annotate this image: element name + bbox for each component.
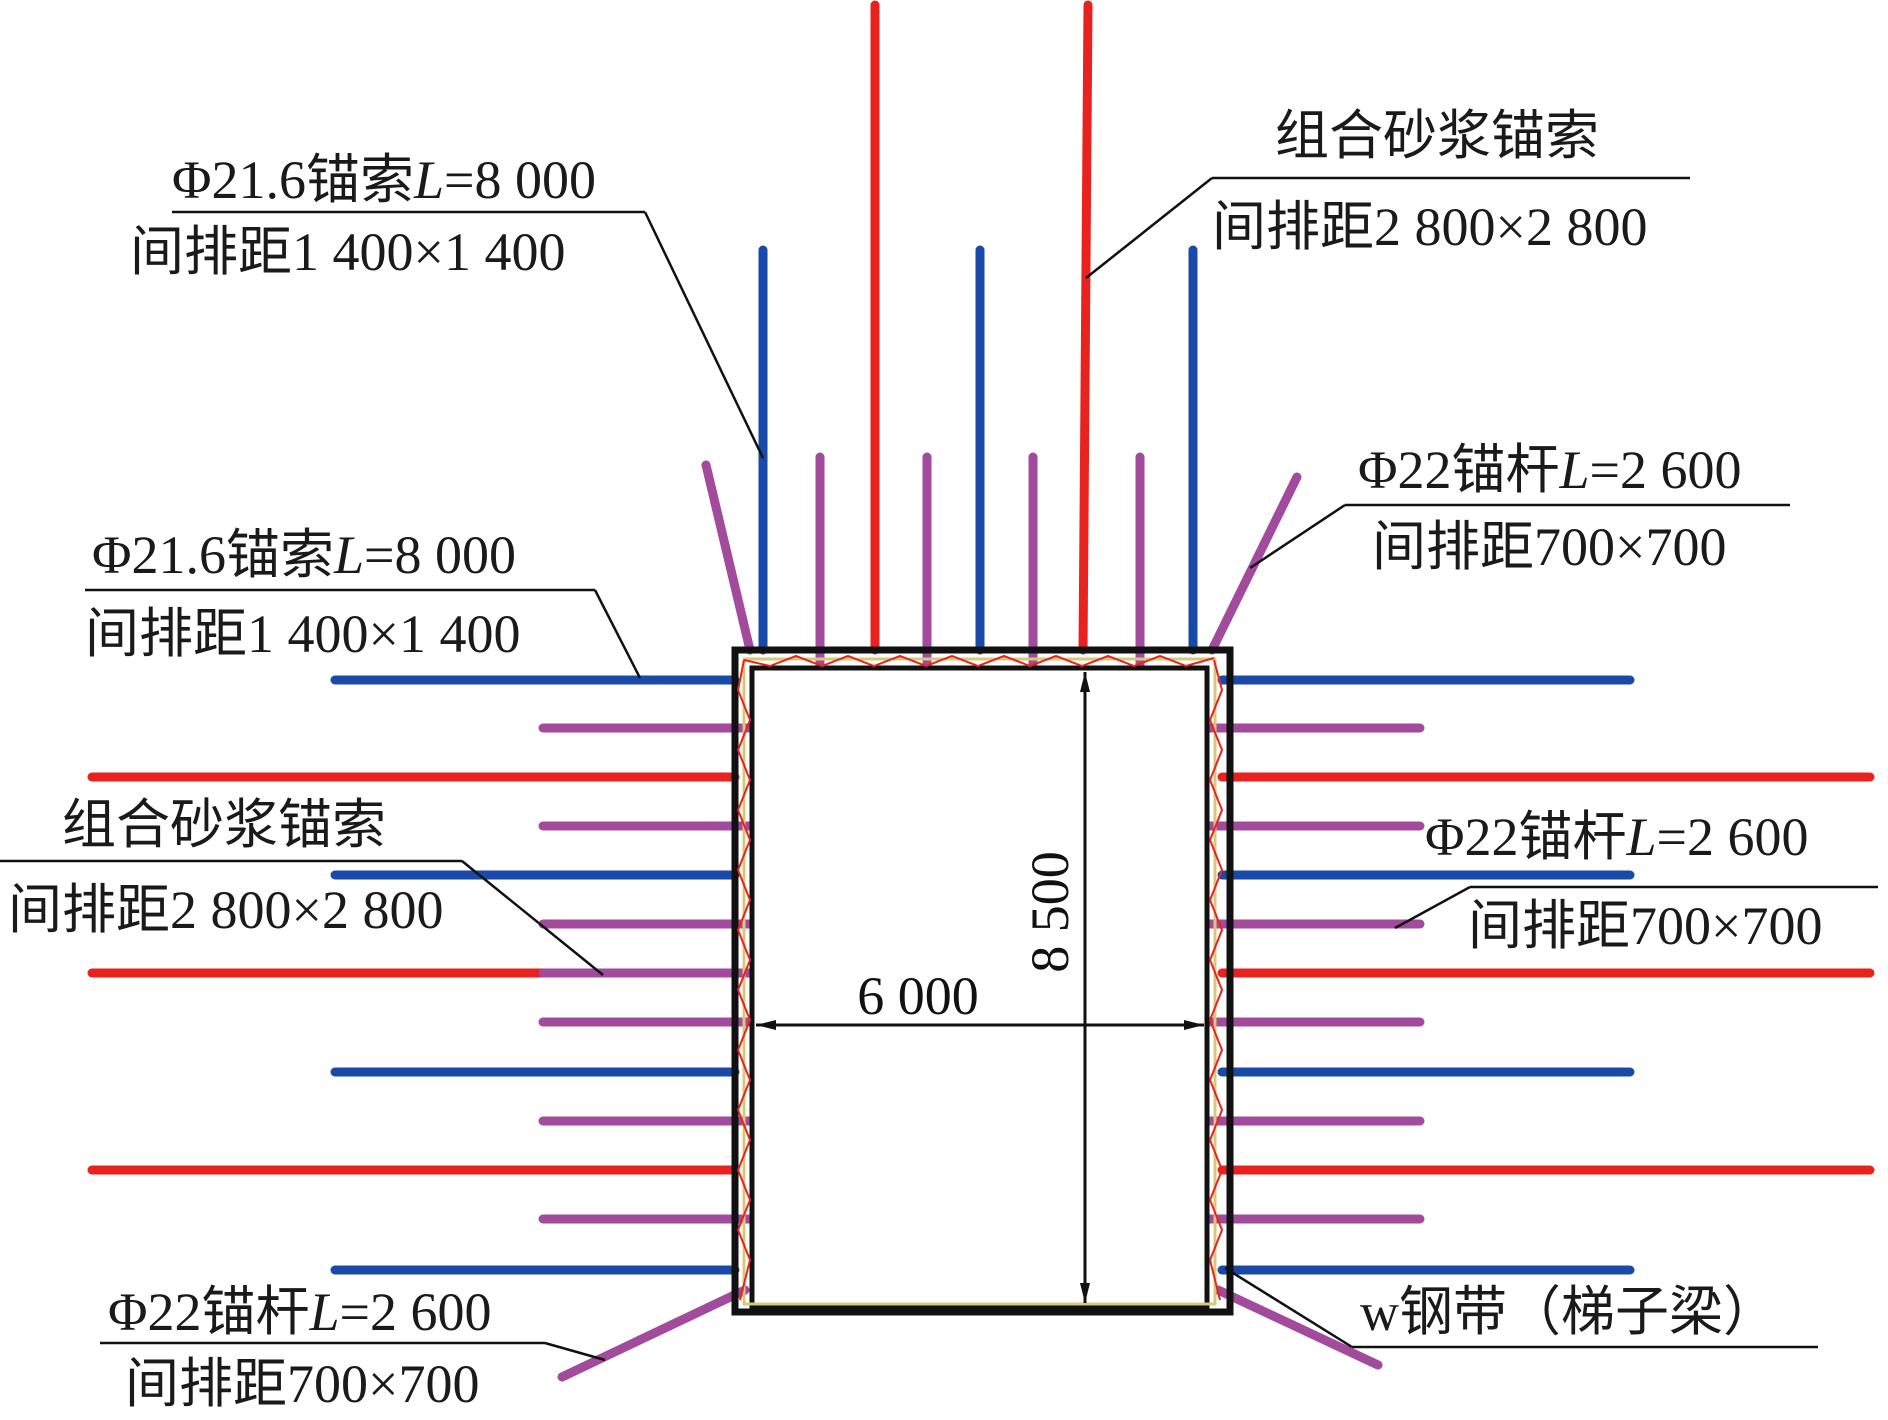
leader-line <box>593 589 642 679</box>
cable-spec-text: Φ21.6锚索L=8 000 <box>172 150 596 210</box>
cable-spec-text: Φ21.6锚索L=8 000 <box>92 525 516 585</box>
steel-band-zigzag-right <box>1208 659 1224 1301</box>
dimension-height: 8 500 <box>1020 672 1090 1303</box>
label-mortar-left: 组合砂浆锚索 间排距2 800×2 800 <box>0 795 604 976</box>
roadway-frame <box>731 646 1234 1316</box>
label-bolt-bottom-left: Φ22锚杆L=2 600 间排距700×700 <box>100 1282 606 1414</box>
label-mortar-top-right: 组合砂浆锚索 间排距2 800×2 800 <box>1085 106 1690 279</box>
left-anchor-cables <box>330 675 740 1275</box>
bolt-spacing-text: 间排距700×700 <box>125 1354 479 1414</box>
bolt-spec-text: Φ22锚杆L=2 600 <box>1358 440 1742 500</box>
left-bolts <box>538 723 757 1382</box>
right-bolts <box>1202 723 1425 1370</box>
steel-band-text: w钢带（梯子梁） <box>1360 1282 1777 1342</box>
bolt-spec-text: Φ22锚杆L=2 600 <box>108 1282 492 1342</box>
bolt-spacing-text: 间排距700×700 <box>1372 517 1726 577</box>
height-dimension-text: 8 500 <box>1020 851 1080 973</box>
bolt-bottom-right-angled <box>1213 1285 1383 1370</box>
leader-line <box>1249 503 1346 570</box>
label-bolt-right: Φ22锚杆L=2 600 间排距700×700 <box>1394 807 1878 956</box>
mortar-cable-top <box>1078 0 1093 655</box>
leader-line <box>544 1341 606 1362</box>
leader-line <box>1085 177 1213 279</box>
leader-line <box>1224 1266 1353 1349</box>
mortar-spacing-text: 间排距2 800×2 800 <box>1212 197 1647 257</box>
roadway-inner-boundary <box>749 665 1210 1311</box>
label-bolt-top-right: Φ22锚杆L=2 600 间排距700×700 <box>1249 440 1790 577</box>
leader-line <box>643 211 765 459</box>
cable-spacing-text: 间排距1 400×1 400 <box>130 222 565 282</box>
cable-spacing-text: 间排距1 400×1 400 <box>85 604 520 664</box>
roadway-outer-boundary <box>731 646 1234 1316</box>
leader-line <box>1394 885 1471 930</box>
top-anchor-cables <box>758 245 1198 655</box>
liner-strip <box>742 657 1217 1306</box>
top-mortar-cables <box>870 0 1093 655</box>
bolt-top-angled <box>1207 472 1302 655</box>
top-bolts <box>701 452 1302 673</box>
leader-line <box>461 860 604 976</box>
mortar-name-text: 组合砂浆锚索 <box>62 795 386 855</box>
bolt-top-angled <box>701 460 755 655</box>
steel-band-zigzag-top <box>743 654 1215 668</box>
mortar-spacing-text: 间排距2 800×2 800 <box>8 880 443 940</box>
steel-band-zigzag-left <box>736 659 752 1301</box>
bolt-bottom-left-angled <box>557 1285 750 1382</box>
mortar-name-text: 组合砂浆锚索 <box>1275 106 1599 166</box>
width-dimension-text: 6 000 <box>857 966 979 1026</box>
right-anchor-cables <box>1217 675 1635 1275</box>
right-mortar-cables <box>1217 772 1875 1175</box>
label-steel-band: w钢带（梯子梁） <box>1224 1266 1818 1349</box>
label-cable-left: Φ21.6锚索L=8 000 间排距1 400×1 400 <box>85 525 642 679</box>
dimension-width: 6 000 <box>756 966 1204 1030</box>
bolt-spec-text: Φ22锚杆L=2 600 <box>1425 807 1809 867</box>
bolt-spacing-text: 间排距700×700 <box>1468 896 1822 956</box>
label-cable-top-left: Φ21.6锚索L=8 000 间排距1 400×1 400 <box>130 150 765 459</box>
